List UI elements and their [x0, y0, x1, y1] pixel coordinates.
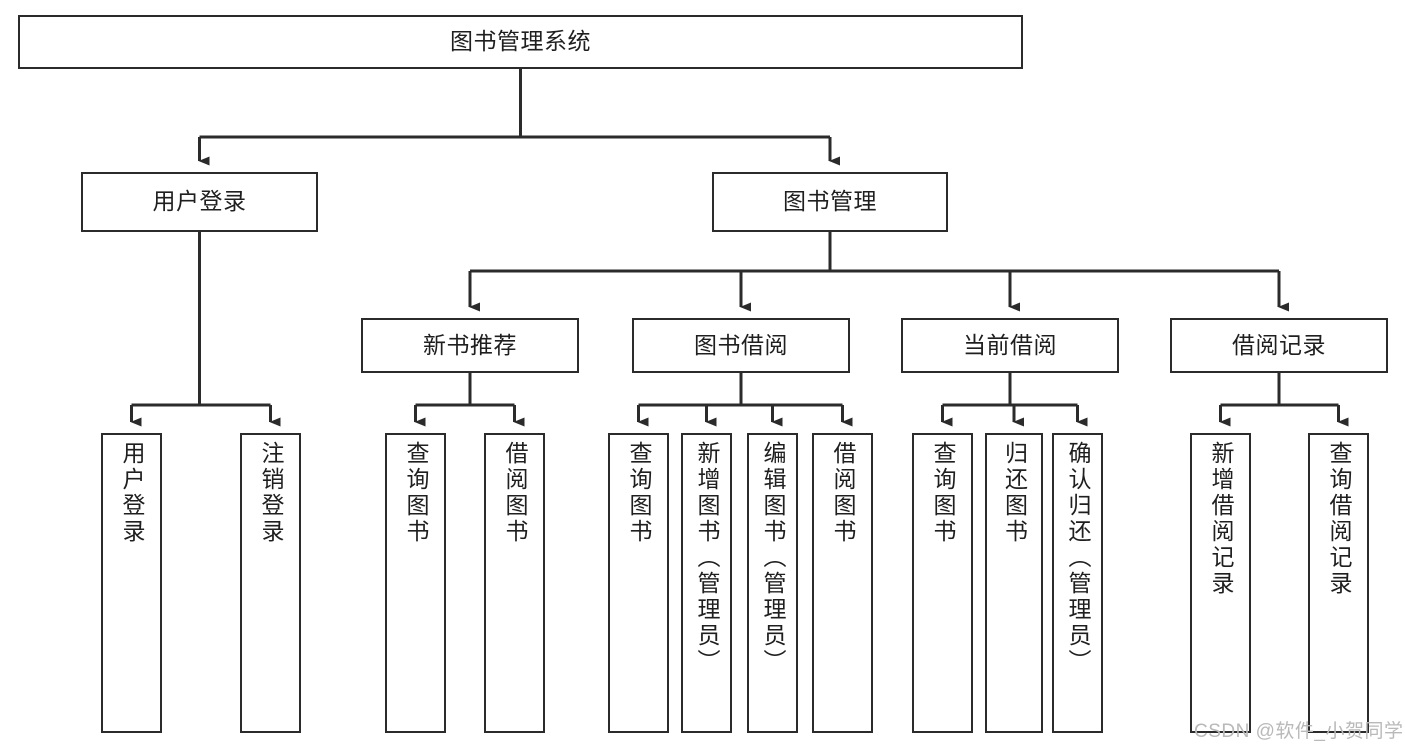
node-leaf-borrow-book-2-label: 借阅图书	[830, 441, 856, 545]
node-leaf-add-record[interactable]: 新增借阅记录	[1190, 433, 1251, 733]
node-book-manage[interactable]: 图书管理	[712, 172, 948, 232]
node-user-login[interactable]: 用户登录	[81, 172, 318, 232]
node-root-label: 图书管理系统	[450, 28, 591, 55]
node-leaf-borrow-book-2[interactable]: 借阅图书	[812, 433, 873, 733]
node-leaf-query-book-3-label: 查询图书	[930, 441, 956, 545]
node-leaf-borrow-book-1-label: 借阅图书	[502, 441, 528, 545]
node-leaf-query-record[interactable]: 查询借阅记录	[1308, 433, 1369, 733]
node-leaf-return-book[interactable]: 归还图书	[985, 433, 1043, 733]
node-leaf-add-book-label: 新增图书（管理员）	[694, 441, 720, 675]
node-leaf-query-record-label: 查询借阅记录	[1326, 441, 1352, 597]
node-leaf-query-book-1[interactable]: 查询图书	[385, 433, 446, 733]
node-leaf-confirm-return-label: 确认归还（管理员）	[1065, 441, 1091, 675]
node-book-borrow-label: 图书借阅	[694, 331, 788, 358]
node-current-borrow-label: 当前借阅	[963, 331, 1057, 358]
node-leaf-query-book-3[interactable]: 查询图书	[912, 433, 973, 733]
node-root[interactable]: 图书管理系统	[18, 15, 1023, 69]
node-leaf-query-book-2-label: 查询图书	[626, 441, 652, 545]
node-leaf-return-book-label: 归还图书	[1001, 441, 1028, 545]
node-leaf-logout-label: 注销登录	[258, 441, 284, 545]
node-leaf-add-book[interactable]: 新增图书（管理员）	[681, 433, 732, 733]
node-book-manage-label: 图书管理	[783, 188, 877, 215]
node-new-book-rec[interactable]: 新书推荐	[361, 318, 579, 373]
node-new-book-rec-label: 新书推荐	[423, 331, 517, 358]
node-book-borrow[interactable]: 图书借阅	[632, 318, 850, 373]
node-borrow-record[interactable]: 借阅记录	[1170, 318, 1388, 373]
node-leaf-add-record-label: 新增借阅记录	[1208, 441, 1234, 597]
node-leaf-user-login[interactable]: 用户登录	[101, 433, 162, 733]
node-user-login-label: 用户登录	[152, 188, 247, 215]
node-borrow-record-label: 借阅记录	[1232, 331, 1326, 358]
node-leaf-edit-book[interactable]: 编辑图书（管理员）	[747, 433, 798, 733]
node-current-borrow[interactable]: 当前借阅	[901, 318, 1119, 373]
node-leaf-query-book-1-label: 查询图书	[403, 441, 429, 545]
node-leaf-logout[interactable]: 注销登录	[240, 433, 301, 733]
node-leaf-borrow-book-1[interactable]: 借阅图书	[484, 433, 545, 733]
node-leaf-confirm-return[interactable]: 确认归还（管理员）	[1052, 433, 1103, 733]
node-leaf-edit-book-label: 编辑图书（管理员）	[760, 441, 786, 675]
node-leaf-query-book-2[interactable]: 查询图书	[608, 433, 669, 733]
node-leaf-user-login-label: 用户登录	[119, 441, 145, 545]
